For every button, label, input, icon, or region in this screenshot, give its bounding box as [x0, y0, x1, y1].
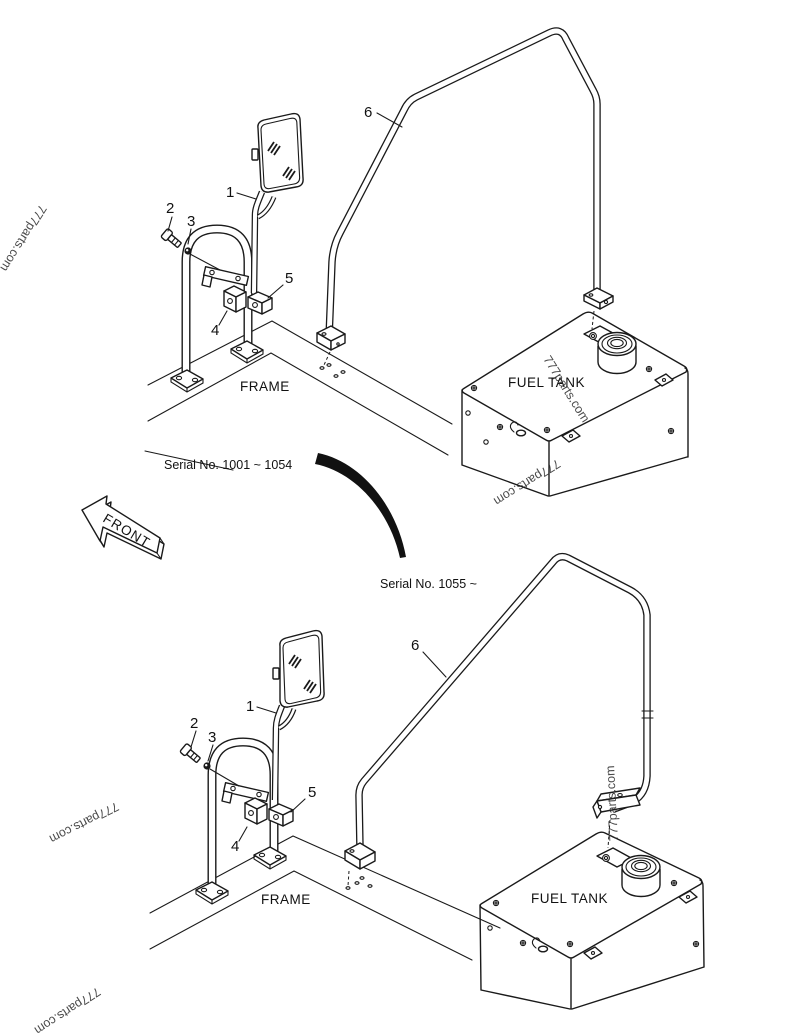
drain-cock-bottom [531, 937, 549, 953]
grab-rail-top [325, 27, 601, 339]
top-diagram: FUEL TANK 1 2 3 4 5 6 FRAME Serial No. 1… [144, 27, 689, 497]
clamp-block-4-top [223, 285, 247, 313]
mirror-glass-hatch-top [267, 141, 296, 181]
clamp-block-5-top [247, 291, 273, 315]
filler-neck-bottom [621, 854, 661, 898]
part-label-1-top: 1 [226, 184, 234, 201]
watermark-text: 777parts.com [603, 765, 621, 841]
bolt-bottom [179, 743, 201, 763]
part-label-2-bottom: 2 [190, 715, 198, 732]
tank-bolts-top [465, 365, 675, 445]
washer-top [184, 247, 192, 255]
tank-clips-bottom [583, 890, 698, 960]
tank-bolts-bottom [487, 879, 700, 948]
mirror-bottom [272, 629, 325, 708]
frame-bottom [149, 835, 501, 961]
clamp-bracket-bottom [221, 782, 270, 804]
mirror-stalk-bottom [271, 704, 297, 801]
part-label-5-top: 5 [285, 270, 293, 287]
watermark-text: 777parts.com [0, 202, 49, 274]
serial-label-bottom: Serial No. 1055 ~ [380, 577, 477, 591]
mirror-glass-hatch-bottom [288, 654, 317, 694]
part-label-1-bottom: 1 [246, 698, 254, 715]
grab-rail-bottom [355, 552, 654, 850]
stand-feet-top [170, 340, 264, 393]
part-label-6-bottom: 6 [411, 637, 419, 654]
rail-end-mount-bottom [592, 787, 641, 819]
part-labels-top: 1 2 3 4 5 6 [166, 104, 403, 339]
clamp-block-4-bottom [244, 797, 268, 825]
frame-label-top: FRAME [240, 379, 290, 394]
part-label-3-top: 3 [187, 213, 195, 230]
fuel-tank-label-top: FUEL TANK [508, 375, 585, 390]
part-label-4-top: 4 [211, 322, 219, 339]
frame-top [144, 320, 453, 471]
filler-neck-top [597, 331, 637, 375]
watermark-text: 777parts.com [491, 456, 563, 508]
part-label-6-top: 6 [364, 104, 372, 121]
rail-tank-mount-top [583, 287, 614, 310]
part-label-3-bottom: 3 [208, 729, 216, 746]
fuel-tank-label-bottom: FUEL TANK [531, 891, 608, 906]
frame-label-bottom: FRAME [261, 892, 311, 907]
stand-feet-bottom [195, 846, 287, 905]
rail-frame-foot-top [316, 325, 346, 366]
mirror-top [251, 112, 304, 193]
drain-cock-top [509, 421, 527, 437]
serial-label-top: Serial No. 1001 ~ 1054 [164, 458, 292, 472]
transition-swoosh [315, 453, 406, 558]
part-label-4-bottom: 4 [231, 838, 239, 855]
washer-bottom [203, 762, 211, 770]
bottom-diagram: Serial No. 1055 ~ [149, 552, 705, 1010]
fuel-tank-top: FUEL TANK [461, 287, 689, 497]
watermark-text: 777parts.com [47, 799, 121, 846]
front-arrow: FRONT [81, 495, 165, 560]
tank-clips-top [561, 373, 674, 443]
rail-frame-foot-bottom [344, 842, 376, 887]
watermark-text: 777parts.com [32, 984, 103, 1035]
mirror-stalk-top [250, 190, 277, 294]
bolt-top [160, 228, 182, 248]
part-label-5-bottom: 5 [308, 784, 316, 801]
fuel-tank-bottom: FUEL TANK [479, 819, 705, 1010]
part-label-2-top: 2 [166, 200, 174, 217]
part-labels-bottom: 1 2 3 4 5 6 [190, 637, 447, 855]
clamp-bracket-top [201, 266, 250, 288]
